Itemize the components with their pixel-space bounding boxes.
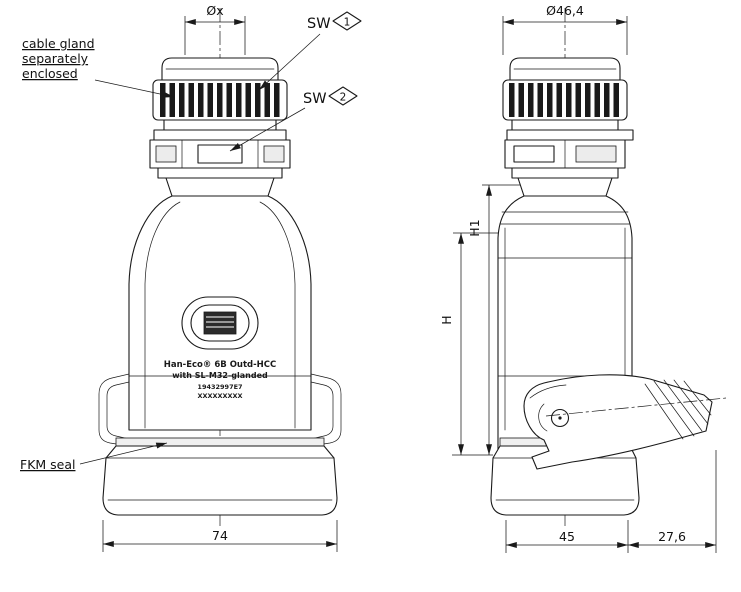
fkm-seal-label: FKM seal — [20, 457, 75, 472]
gland-ring — [163, 119, 277, 131]
nut-face-right — [263, 145, 285, 163]
dim-gland-bore: Øx — [184, 3, 246, 55]
side-nut-face-left — [513, 145, 555, 163]
lever-axis-line — [545, 397, 727, 417]
front-hex-nut — [149, 129, 291, 197]
product-marking: Han-Eco® 6B Outd-HCC with SL-M32-glanded… — [164, 360, 276, 400]
sw2-diamond — [328, 86, 358, 106]
dim-464-text: Ø46,4 — [546, 3, 584, 18]
side-view: Ø46,4 H1 H 45 27,6 — [439, 3, 727, 553]
sw2-label: SW — [303, 91, 327, 107]
latch-slot — [203, 311, 237, 335]
dim-276-text: 27,6 — [658, 529, 686, 544]
lever-pivot-arc — [538, 403, 548, 432]
marking-line1: Han-Eco® 6B Outd-HCC — [164, 360, 276, 370]
dim-ox-text: Øx — [206, 3, 223, 18]
sw1-diamond — [332, 11, 362, 31]
side-gland-ring — [511, 119, 619, 131]
marking-line3: 19432997E7 — [197, 383, 242, 391]
lug-left-inner — [106, 381, 130, 440]
sw1-annotation: SW 1 — [258, 11, 362, 91]
side-adapter-taper — [517, 177, 613, 197]
sw1-index: 1 — [344, 17, 351, 29]
lever-detail-line — [529, 384, 567, 399]
side-nut-collar-top — [506, 129, 634, 141]
side-shoulder-lines — [499, 211, 631, 225]
side-cable-gland — [502, 57, 628, 131]
dim-h1: H1 — [452, 184, 520, 456]
adapter-taper — [165, 177, 275, 197]
lever-pivot-dot — [558, 416, 562, 420]
cable-gland-annotation: cable gland separately enclosed — [22, 36, 175, 98]
cable-gland-label-3: enclosed — [22, 66, 78, 81]
gland-ribs — [160, 83, 280, 117]
side-nut-collar-bottom — [511, 167, 619, 179]
sw2-leader — [229, 107, 306, 152]
front-view: Han-Eco® 6B Outd-HCC with SL-M32-glanded… — [20, 3, 362, 552]
hood-inner-left — [144, 201, 181, 429]
locking-lever — [523, 374, 727, 470]
fkm-seal-leader — [79, 442, 168, 465]
fkm-seal-annotation: FKM seal — [20, 442, 168, 472]
front-lugs — [98, 373, 342, 447]
lug-right-outer — [310, 373, 342, 447]
side-gland-ribs — [509, 83, 619, 117]
lever-outline — [523, 374, 713, 470]
front-cable-gland — [152, 57, 288, 131]
dim-45-text: 45 — [559, 529, 575, 544]
marking-line4: XXXXXXXXX — [197, 392, 242, 400]
cable-gland-label-2: separately — [22, 51, 89, 66]
sw2-index: 2 — [340, 92, 347, 104]
sw1-leader — [258, 33, 321, 91]
dim-side-width: 45 — [505, 520, 629, 553]
dim-side-gland: Ø46,4 — [502, 3, 628, 55]
lug-left-outer — [98, 373, 130, 447]
dim-h1-text: H1 — [467, 219, 482, 236]
side-nut-face-right — [575, 145, 617, 163]
dim-74-text: 74 — [212, 528, 228, 543]
side-base-outline — [490, 445, 640, 516]
dim-h-text: H — [439, 315, 454, 324]
nut-face-left — [155, 145, 177, 163]
lever-hatching — [644, 379, 712, 440]
hood-inner-right — [259, 201, 296, 429]
base-detail-lines — [105, 457, 335, 501]
dim-h: H — [439, 232, 498, 456]
dim-lever-overhang: 27,6 — [627, 450, 717, 553]
base-outline — [102, 445, 338, 516]
side-hex-nut — [504, 129, 634, 197]
cable-gland-label-1: cable gland — [22, 36, 95, 51]
side-housing — [490, 195, 640, 516]
cable-gland-leader — [94, 79, 175, 98]
fkm-seal-band — [115, 437, 325, 447]
lug-right-inner — [310, 381, 334, 440]
nut-collar-top — [153, 129, 287, 141]
front-hood: Han-Eco® 6B Outd-HCC with SL-M32-glanded… — [128, 195, 312, 431]
sw1-label: SW — [307, 16, 331, 32]
nut-collar-bottom — [157, 167, 283, 179]
dim-front-width: 74 — [102, 520, 338, 552]
nut-face-edges — [181, 139, 259, 169]
latch-slot-ribs — [206, 316, 234, 328]
front-base — [102, 437, 338, 516]
sw2-annotation: SW 2 — [229, 86, 358, 152]
marking-line2: with SL-M32-glanded — [172, 371, 268, 380]
